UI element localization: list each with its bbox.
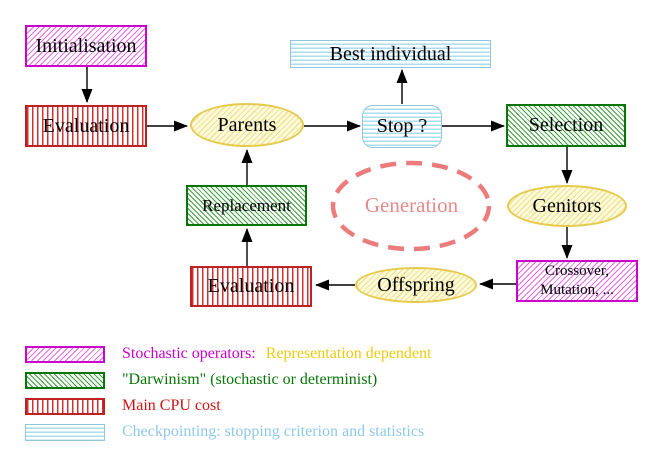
legend-swatch-green-hatch xyxy=(25,371,105,389)
legend-label-darwinism: "Darwinism" (stochastic or determinist) xyxy=(122,371,378,388)
legend-row-checkpointing: Checkpointing: stopping criterion and st… xyxy=(25,423,424,441)
legend-row-cpu-cost: Main CPU cost xyxy=(25,397,221,415)
legend-row-darwinism: "Darwinism" (stochastic or determinist) xyxy=(25,371,377,389)
legend-label-checkpointing: Checkpointing: stopping criterion and st… xyxy=(122,423,425,440)
node-initialisation: Initialisation xyxy=(25,25,147,67)
node-crossover-mutation: Crossover, Mutation, ... xyxy=(516,260,638,302)
node-offspring-ellipse: Offspring xyxy=(355,267,477,303)
legend-label-representation-dependent: Representation dependent xyxy=(265,345,432,362)
node-genitors-ellipse: Genitors xyxy=(507,185,627,227)
legend-swatch-magenta-hatch xyxy=(25,345,105,363)
legend-row-stochastic-operators: Stochastic operators: Representation dep… xyxy=(25,345,431,363)
node-selection: Selection xyxy=(506,104,626,147)
node-stop-condition: Stop ? xyxy=(362,105,442,148)
legend-swatch-red-stripes xyxy=(25,397,105,415)
node-evaluation-top: Evaluation xyxy=(25,105,147,147)
legend-swatch-cyan-stripes xyxy=(25,423,105,441)
node-parents-ellipse: Parents xyxy=(190,103,304,147)
legend-label-stochastic-operators: Stochastic operators: xyxy=(122,345,256,362)
node-replacement: Replacement xyxy=(186,185,307,226)
legend-label-cpu-cost: Main CPU cost xyxy=(122,397,221,414)
generation-loop-label: Generation xyxy=(364,193,459,217)
node-best-individual: Best individual xyxy=(290,40,491,68)
node-evaluation-bottom: Evaluation xyxy=(190,266,312,307)
crossover-mutation-label: Crossover, Mutation, ... xyxy=(540,263,614,298)
